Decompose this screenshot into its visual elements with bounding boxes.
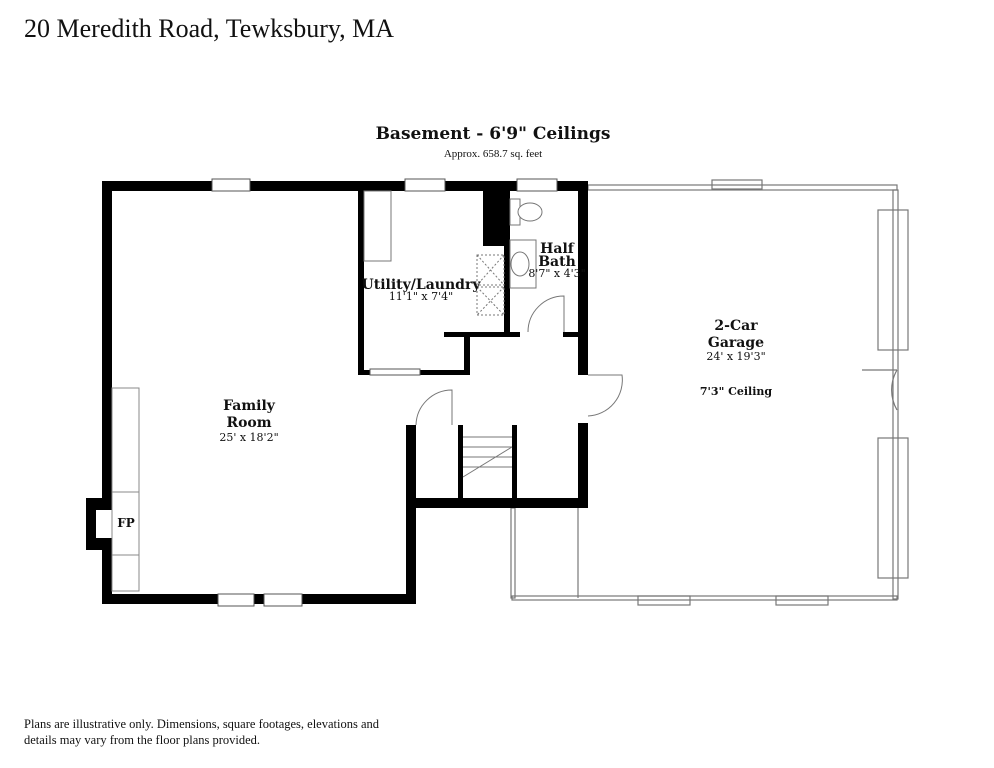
- bath-door-swing: [527, 295, 565, 333]
- room-dimensions: 11'1" x 7'4": [389, 290, 453, 303]
- fireplace-label: FP: [117, 516, 135, 530]
- room-name: Garage: [708, 335, 764, 351]
- floor-area: Approx. 658.7 sq. feet: [443, 148, 543, 160]
- room-half-bath: Half Bath 8'7" x 4'3": [528, 241, 585, 280]
- garage-door-swing: [587, 374, 623, 417]
- room-dimensions: 24' x 19'3": [706, 350, 765, 363]
- closet-door-swing: [415, 389, 453, 426]
- sink-icon: [510, 251, 530, 277]
- listing-address-title: 20 Meredith Road, Tewksbury, MA: [24, 14, 395, 43]
- fixtures: [363, 190, 623, 478]
- room-utility-laundry: Utility/Laundry 11'1" x 7'4": [362, 277, 482, 303]
- floor-title: Basement - 6'9" Ceilings: [375, 124, 611, 144]
- room-garage: 2-Car Garage 24' x 19'3" 7'3" Ceiling: [700, 318, 773, 398]
- room-name: Room: [226, 415, 271, 431]
- room-name: Family: [223, 398, 276, 414]
- room-name: Utility/Laundry: [362, 277, 482, 293]
- room-family: Family Room 25' x 18'2": [219, 398, 278, 444]
- stairs-icon: [462, 436, 513, 478]
- room-name: Half: [540, 241, 575, 257]
- room-name: 2-Car: [714, 318, 758, 334]
- room-name: Bath: [538, 254, 576, 270]
- toilet-icon: [517, 202, 543, 222]
- windows: [211, 178, 558, 607]
- ceiling-note: 7'3" Ceiling: [700, 385, 773, 398]
- fireplace: FP: [96, 387, 140, 592]
- utility-counter: [363, 190, 392, 262]
- room-dimensions: 8'7" x 4'3": [528, 267, 585, 280]
- room-dimensions: 25' x 18'2": [219, 431, 278, 444]
- disclaimer-text: Plans are illustrative only. Dimensions,…: [24, 717, 380, 747]
